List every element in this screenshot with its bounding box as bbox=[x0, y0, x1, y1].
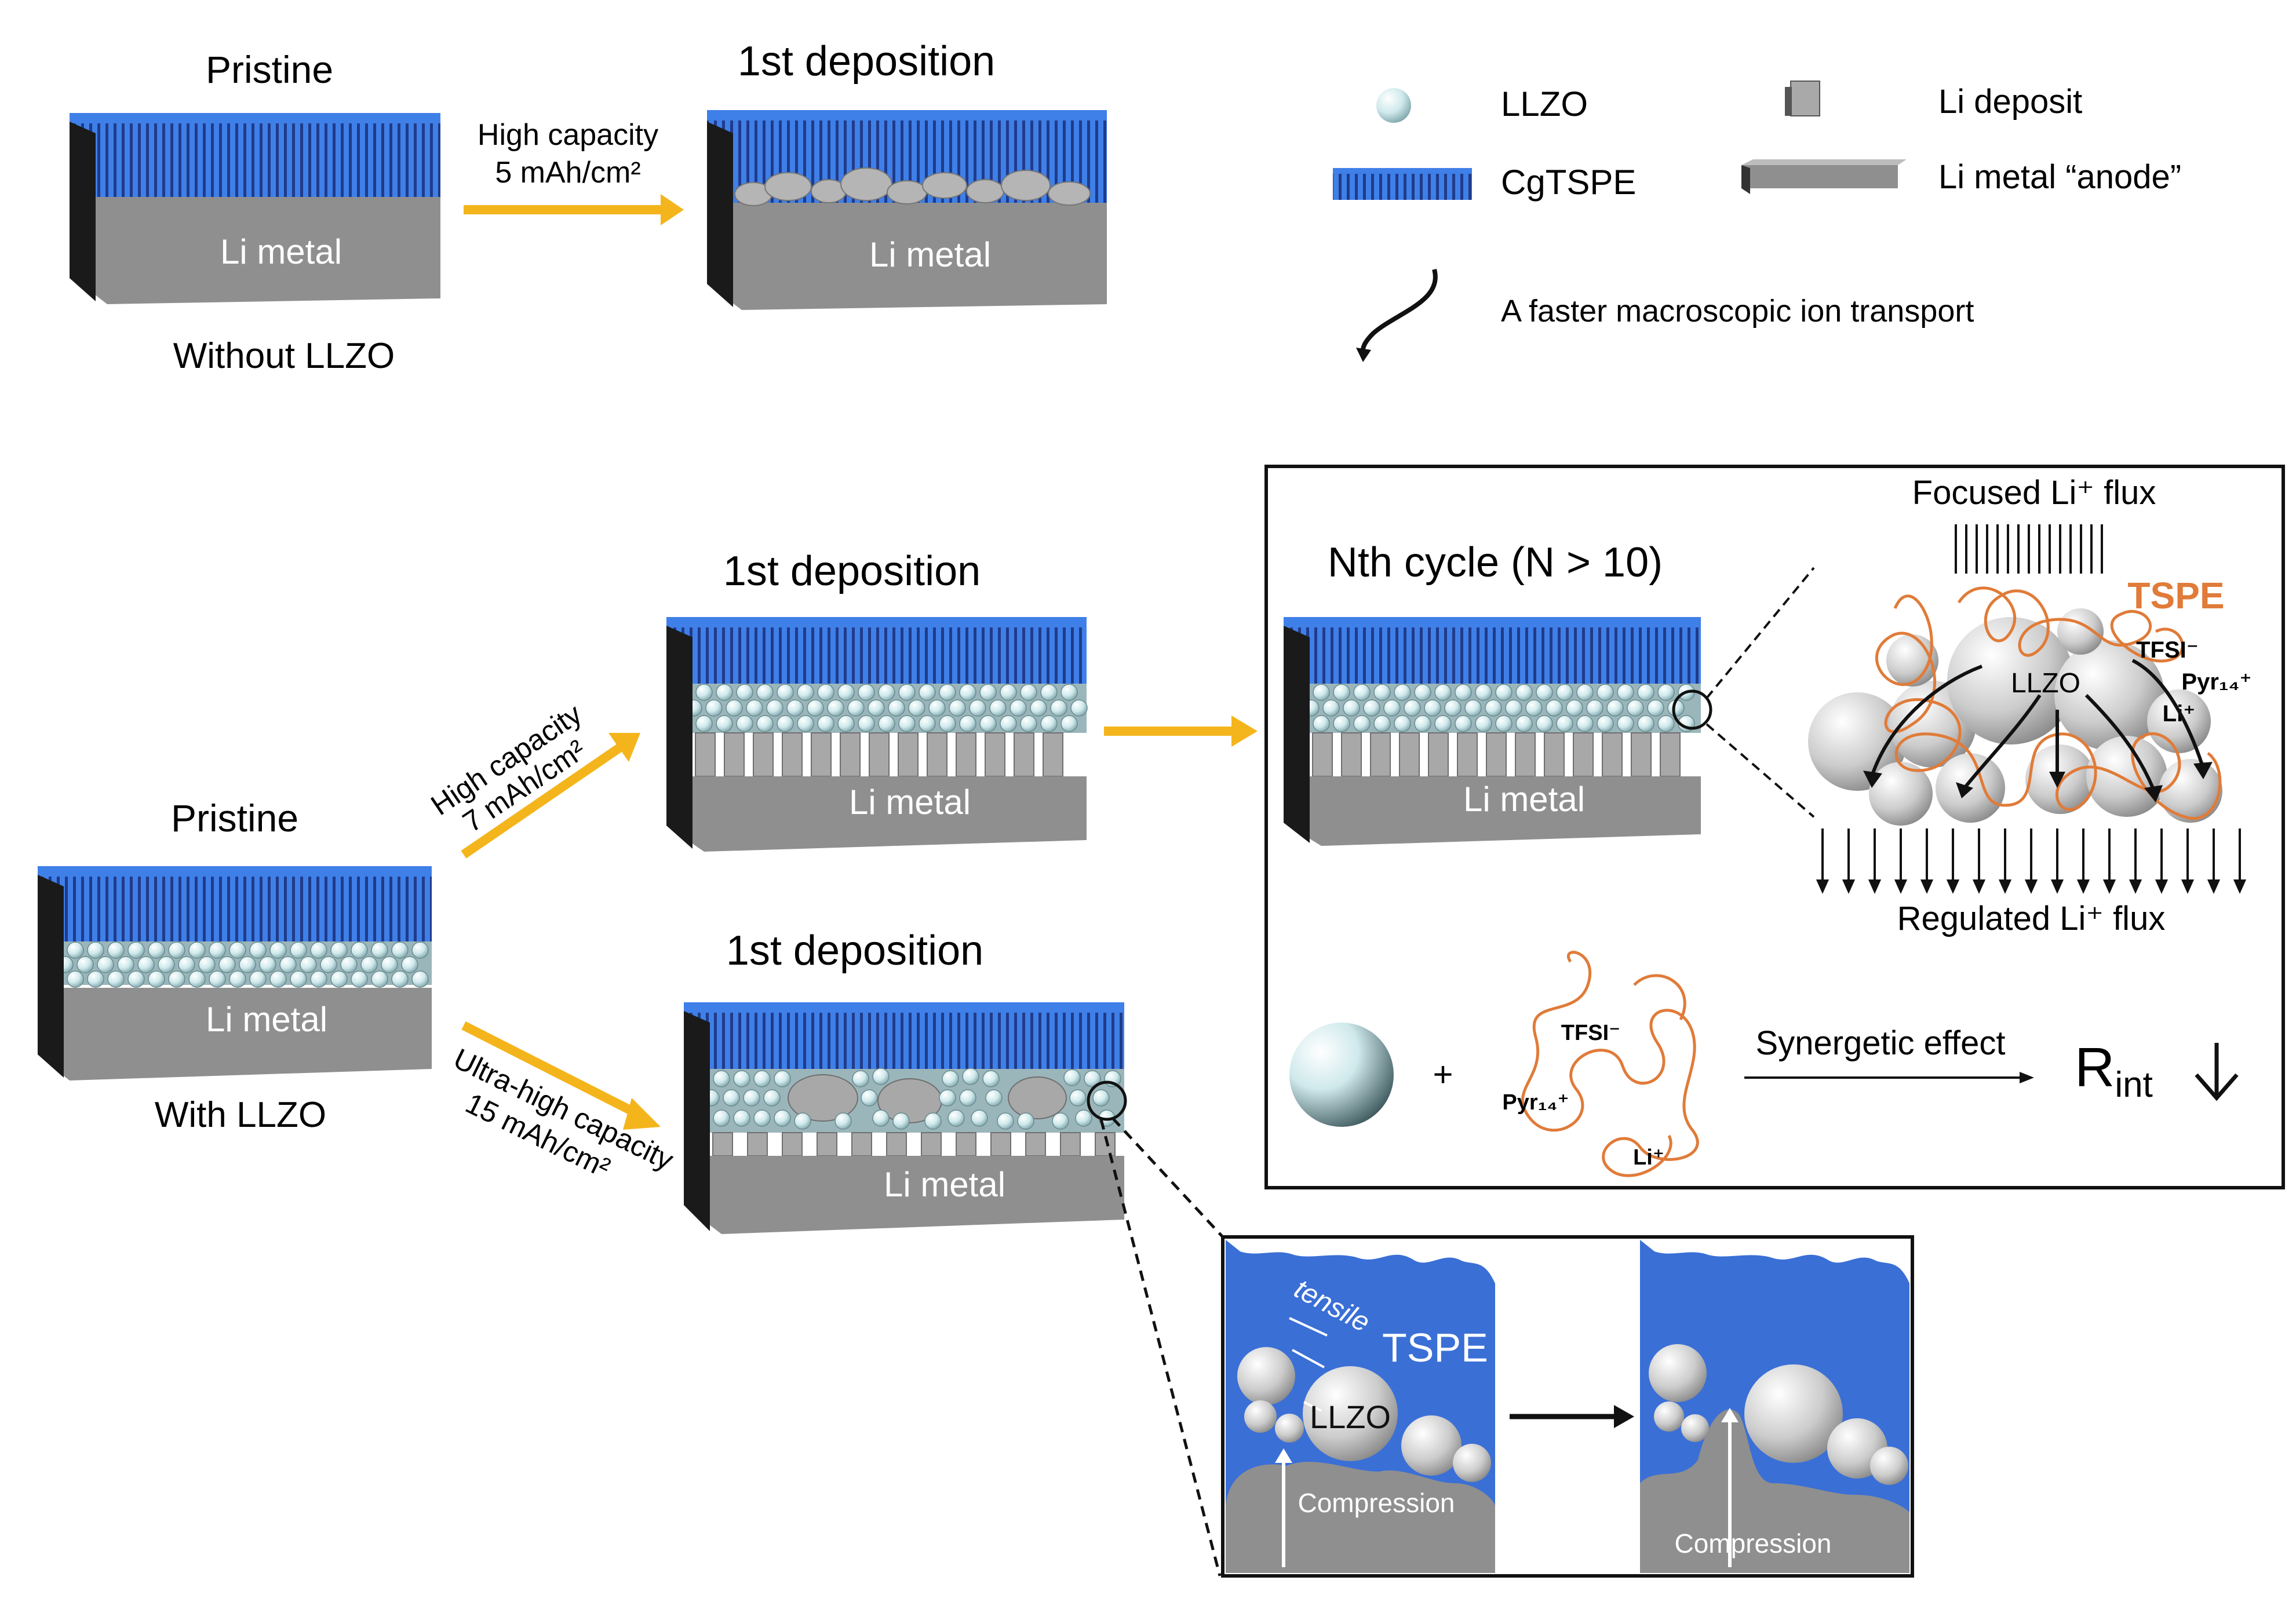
regulated-flux-arrows bbox=[1816, 828, 2247, 894]
llzo-particle-layer bbox=[46, 941, 429, 988]
to-nth-cycle-arrow bbox=[1104, 716, 1258, 747]
legend: LLZO Li deposit CgTSPE Li metal “anode” … bbox=[1333, 81, 2181, 362]
li-metal-label: Li metal bbox=[1463, 780, 1585, 819]
regulated-flux-label: Regulated Li⁺ flux bbox=[1897, 900, 2166, 937]
legend-li-anode-swatch bbox=[1741, 159, 1907, 194]
li-metal-label: Li metal bbox=[849, 783, 971, 822]
li-metal-label: Li metal bbox=[869, 235, 991, 274]
legend-cgtspe-swatch bbox=[1333, 168, 1472, 200]
ultra-high-capacity-arrow: Ultra-high capacity 15 mAh/cm² bbox=[449, 1021, 679, 1184]
pristine-title-top: Pristine bbox=[206, 48, 333, 91]
li-deposit-columns bbox=[695, 732, 1063, 777]
li-coil-label: Li⁺ bbox=[1633, 1145, 1664, 1170]
legend-li-anode-label: Li metal “anode” bbox=[1938, 158, 2181, 196]
llzo-sphere bbox=[1289, 1023, 1394, 1127]
li-deposit-clusters bbox=[734, 167, 1091, 206]
top-capacity-arrow: High capacity 5 mAh/cm² bbox=[464, 118, 684, 225]
ion-transport-arrows bbox=[1863, 659, 2213, 802]
compression-right-label: Compression bbox=[1675, 1528, 1832, 1558]
compression-left-label: Compression bbox=[1298, 1488, 1455, 1518]
deposition-title-lower: 1st deposition bbox=[726, 928, 983, 974]
legend-llzo-label: LLZO bbox=[1501, 85, 1588, 123]
tfsi-coil-label: TFSI⁻ bbox=[1561, 1021, 1620, 1045]
synergetic-label: Synergetic effect bbox=[1756, 1024, 2006, 1062]
pristine-with-llzo-block: Pristine Li metal With LLZO bbox=[38, 797, 432, 1135]
li-metal-label: Li metal bbox=[220, 232, 342, 271]
rint-subscript: int bbox=[2115, 1065, 2152, 1105]
pyr-label: Pyr₁₄⁺ bbox=[2181, 669, 2251, 695]
deposition-title-upper: 1st deposition bbox=[723, 548, 981, 594]
legend-transport-label: A faster macroscopic ion transport bbox=[1501, 294, 1974, 329]
with-llzo-label: With LLZO bbox=[155, 1095, 326, 1135]
pristine-no-llzo-block: Pristine Li metal Without LLZO bbox=[70, 48, 440, 376]
rint-label: Rint bbox=[2075, 1036, 2153, 1105]
nth-zoom-marker bbox=[1672, 689, 1712, 730]
legend-cgtspe-label: CgTSPE bbox=[1501, 163, 1636, 202]
deposition-ultra-capacity-block: 1st deposition Li metal bbox=[684, 928, 1224, 1576]
nth-cycle-panel: Nth cycle (N > 10) Li metal Focused bbox=[1264, 465, 2285, 1189]
plus-sign: + bbox=[1433, 1055, 1453, 1094]
legend-li-deposit-label: Li deposit bbox=[1938, 83, 2082, 121]
tspe-polymer-chain bbox=[1875, 586, 2222, 820]
deposition-no-llzo-block: 1st deposition Li metal bbox=[707, 38, 1107, 310]
zoom-marker-circle bbox=[1087, 1081, 1127, 1121]
llzo-zoom-label: LLZO bbox=[1310, 1399, 1391, 1435]
li-metal-label: Li metal bbox=[206, 1000, 327, 1039]
rint-base: R bbox=[2075, 1036, 2115, 1098]
nth-cycle-block: Li metal bbox=[1284, 567, 1815, 846]
arrow-capacity-line1: High capacity bbox=[478, 118, 658, 152]
decrease-arrow-icon bbox=[2195, 1043, 2239, 1101]
tspe-label: TSPE bbox=[2127, 575, 2224, 616]
llzo-particle-layer bbox=[675, 684, 1088, 732]
arrow-capacity-line2: 5 mAh/cm² bbox=[495, 156, 640, 189]
tspe-polymer-coil bbox=[1521, 951, 1699, 1177]
nth-cycle-title: Nth cycle (N > 10) bbox=[1328, 539, 1663, 586]
legend-li-deposit-swatch bbox=[1785, 81, 1820, 116]
deposition-high-capacity-block: 1st deposition Li metal bbox=[666, 548, 1088, 852]
li-deposit-columns bbox=[712, 1132, 1116, 1156]
zoom-right-state: Compression bbox=[1640, 1240, 1909, 1573]
llzo-center-label: LLZO bbox=[2011, 668, 2080, 699]
li-deposit-clusters bbox=[788, 1074, 1067, 1123]
deposition-title-top: 1st deposition bbox=[738, 38, 995, 85]
zoom-panel: tensile TSPE LLZO Compression Compressio… bbox=[1221, 1235, 1914, 1578]
pyr-coil-label: Pyr₁₄⁺ bbox=[1502, 1090, 1569, 1115]
pristine-title-bottom: Pristine bbox=[171, 797, 298, 840]
legend-llzo-swatch bbox=[1376, 88, 1411, 123]
focused-flux-label: Focused Li⁺ flux bbox=[1912, 474, 2156, 512]
legend-transport-curve bbox=[1360, 268, 1438, 355]
high-capacity-arrow: High capacity 7 mAh/cm² bbox=[425, 698, 640, 859]
tspe-zoom-label: TSPE bbox=[1382, 1325, 1488, 1370]
li-metal-label: Li metal bbox=[884, 1165, 1005, 1204]
tfsi-label: TFSI⁻ bbox=[2136, 637, 2199, 663]
llzo-particle-layer bbox=[693, 1068, 1121, 1130]
without-llzo-label: Without LLZO bbox=[173, 336, 395, 376]
zoom-left-state: tensile TSPE LLZO Compression bbox=[1226, 1240, 1495, 1573]
focused-flux-arrows bbox=[1955, 524, 2103, 574]
